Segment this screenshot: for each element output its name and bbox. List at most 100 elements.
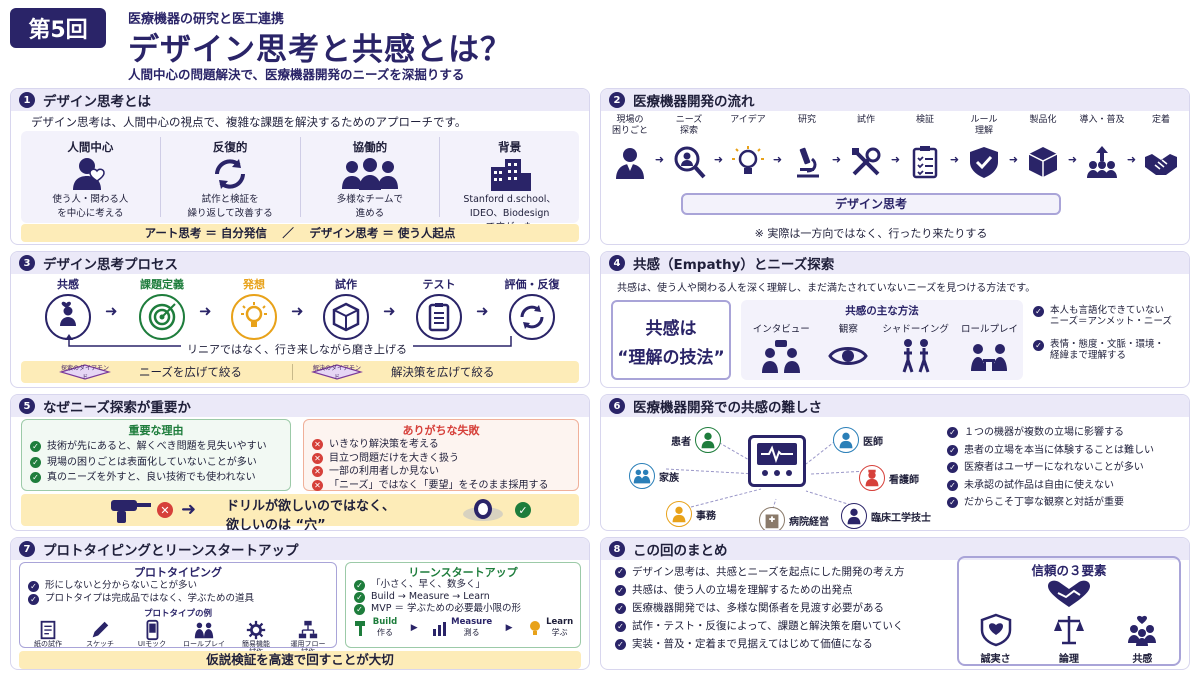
drill-line2: 欲しいのは “穴” [226,518,326,531]
prototype-example: 紙の試作 [23,619,73,656]
method-item: シャドーイング [875,321,956,373]
principles-box: 人間中心 使う人・関わる人 を中心に考える 反復的 試作と検証を 繰り返して改善… [21,131,579,233]
engineer-icon [841,503,867,529]
lightbulb-icon [732,146,764,174]
design-thinking-bracket: デザイン思考 [681,193,1061,215]
stakeholder: 看護師 [859,465,919,491]
check-icon: ✓ [30,441,41,453]
drill-banner: ✕ ➜ ドリルが欲しいのではなく、 欲しいのは “穴” ✓ [21,494,579,530]
flow-step-label: アイデア [730,115,766,125]
flow-step: 定着 [1138,115,1184,179]
arrow-right-icon: ➜ [831,153,842,166]
chart-icon [433,621,447,636]
flow-step-label: 定着 [1151,115,1170,125]
point-item: ✓本人も言語化できていないニーズ＝アンメット・ニーズ [1033,305,1187,328]
walking-icon [902,339,930,373]
flow-step-label: ニーズ探索 [675,115,703,136]
check-icon: ✓ [615,620,626,632]
failure-item: ✕いきなり解決策を考える [312,439,570,451]
check-icon: ✓ [615,602,626,614]
trust-item: 共感 [1125,613,1159,665]
arrow-right-icon: ▶ [505,622,513,633]
scales-icon [1053,616,1084,645]
physician-icon [833,427,859,453]
stakeholder-label: 医師 [863,436,883,448]
stakeholder-label: 家族 [659,472,679,484]
process-step-icon [231,294,277,340]
flow-step-label: 製品化 [1029,115,1057,125]
reasons-box: 重要な理由 ✓技術が先にあると、解くべき問題を見失いやすい ✓現場の困りごとは表… [21,419,291,491]
eye-icon [828,347,869,365]
point-item: ✓未承認の試作品は自由に使えない [947,480,1185,492]
stakeholder: 臨床工学技士 [841,503,931,529]
check-icon: ✓ [947,479,958,491]
lean-point: ✓「小さく、早く、数多く」 [354,579,572,591]
page-tagline: 人間中心の問題解決で、医療機器開発のニーズを深掘りする [128,67,465,82]
cross-icon: ✕ [157,502,173,518]
flow-step: ルール理解 [961,115,1007,179]
process-step-label: 発想 [243,278,265,291]
flow-step-label: ルール理解 [970,115,998,136]
dev-flow-steps: 現場の困りごと➜ニーズ探索➜アイデア➜研究➜試作➜検証➜ルール理解➜製品化➜導入… [607,115,1185,191]
arrow-right-icon: ➜ [383,302,396,320]
panel-title: 医療機器開発での共感の難しさ [633,400,822,416]
check-icon: ✓ [354,604,365,615]
diamond-text: 解決策を広げて絞る [390,365,495,379]
flow-step-label: 試作 [856,115,875,125]
flow-step: アイデア [725,115,771,179]
arrow-right-icon: ➜ [105,302,118,320]
panel-title: この回のまとめ [633,543,728,559]
flow-step-label: 研究 [797,115,816,125]
prototype-example: UIモック [127,619,177,656]
flow-step-label: 現場の困りごと [611,115,648,136]
process-step-label: 試作 [335,278,357,291]
paper-icon [40,620,56,640]
process-step-icon [139,294,185,340]
group-heart-icon [1128,615,1157,646]
stakeholder-label: 臨床工学技士 [871,512,931,524]
check-icon: ✓ [28,594,39,605]
prototype-example: ロールプレイ [179,619,229,656]
roleplay-icon [194,622,214,639]
arrow-right-icon: ➜ [713,153,724,166]
check-icon: ✓ [354,580,365,591]
failure-item: ✕目立つ問題だけを大きく扱う [312,453,570,465]
diamond-icon [59,364,111,380]
clerk-icon [666,501,692,527]
panel-title: 共感（Empathy）とニーズ探索 [633,257,835,273]
panel-title: デザイン思考プロセス [43,257,178,273]
doctor-icon [616,148,644,179]
lightbulb-icon [530,620,541,635]
patient-icon [695,427,721,453]
arrow-right-icon: ➜ [1126,153,1137,166]
principle-col: 人間中心 使う人・関わる人 を中心に考える [21,137,161,219]
check-icon: ✓ [354,592,365,603]
point-item: ✓患者の立場を本当に体験することは難しい [947,445,1185,457]
proto-point: ✓プロトタイプは完成品ではなく、学ぶための道具 [28,593,328,605]
gear-icon [246,620,266,640]
stakeholder: 病院経営 [759,507,829,530]
building-icon [490,159,531,191]
check-icon: ✓ [615,638,626,650]
roleplay-icon [971,344,1008,371]
process-step-label: 課題定義 [140,278,184,291]
flow-step: 現場の困りごと [607,115,653,179]
process-step: テスト [406,276,472,340]
stakeholder-label: 患者 [671,436,691,448]
handshake-heart-icon [1048,580,1090,607]
flow-icon [298,620,318,639]
summary-item: ✓実装・普及・定着まで見据えてはじめて価値になる [615,638,955,650]
process-step-icon [416,294,462,340]
cycle-icon [215,159,246,189]
tools-icon [852,147,881,176]
summary-points: ✓デザイン思考は、共感とニーズを起点にした開発の考え方 ✓共感は、使う人の立場を… [615,566,955,650]
arrow-right-icon: ➜ [772,153,783,166]
process-step: 課題定義 [129,276,195,340]
family-icon [629,463,655,489]
example-label: 紙の試作 [34,640,62,648]
summary-item: ✓共感は、使う人の立場を理解するための出発点 [615,584,955,596]
